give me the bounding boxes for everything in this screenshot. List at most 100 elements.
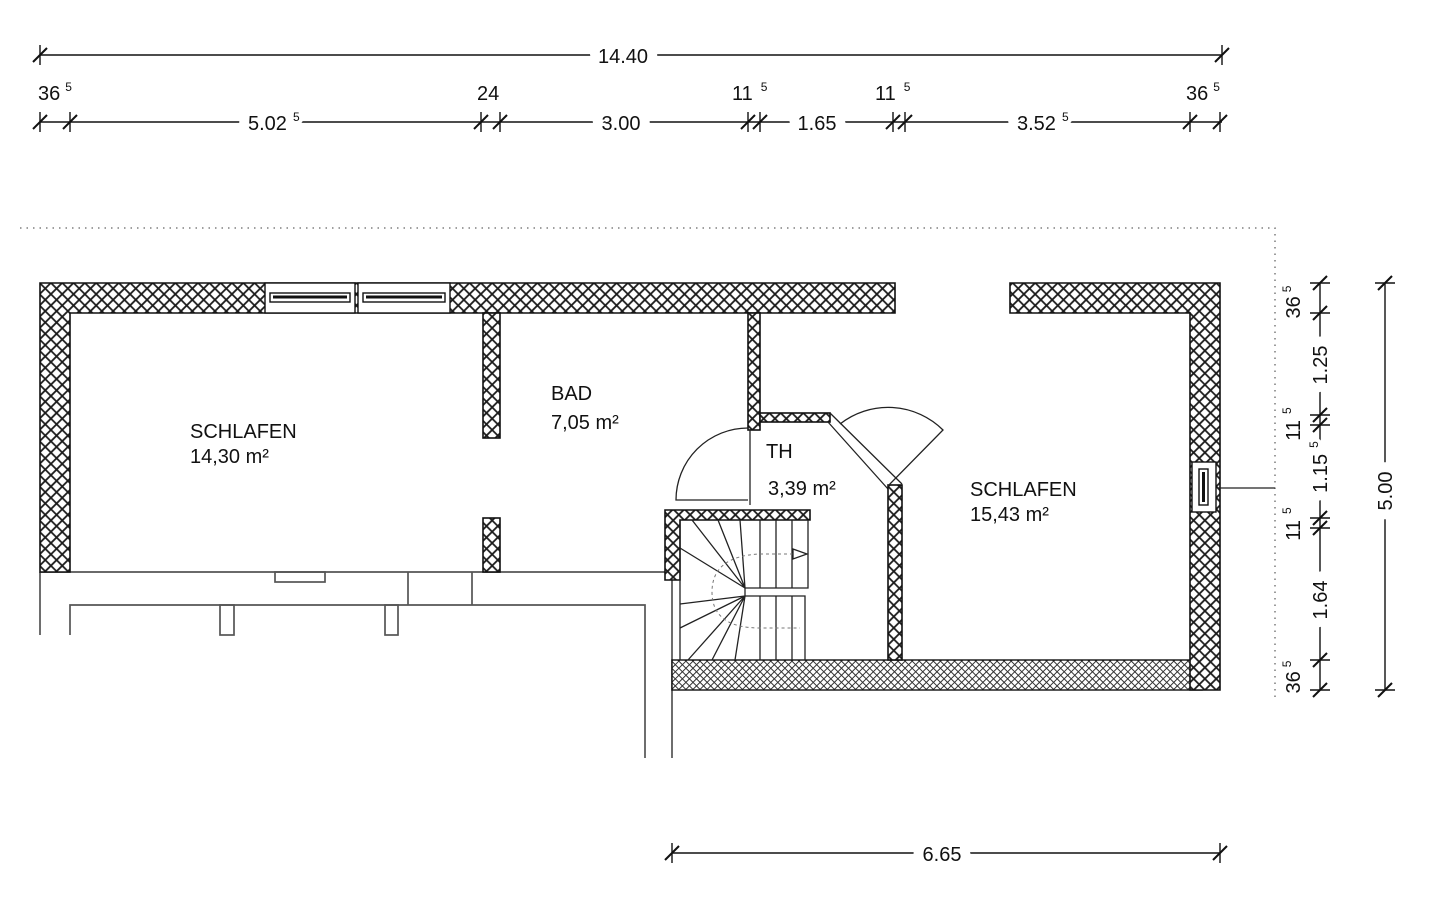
tick-stroke xyxy=(1312,275,1328,291)
tick-stroke xyxy=(752,114,768,130)
window-top-1 xyxy=(264,282,356,314)
lower-level-divider xyxy=(407,572,473,605)
lower-level-opening xyxy=(274,571,326,583)
wall-bad-th xyxy=(747,312,761,431)
stair-walking-line xyxy=(711,553,800,629)
dimension-value: 3.52 xyxy=(1017,113,1056,135)
lower-level-edge xyxy=(39,571,673,758)
tick-stroke xyxy=(1312,682,1328,698)
dimension-value: 36 xyxy=(1186,83,1208,105)
tick-stroke xyxy=(1377,682,1393,698)
room-name: SCHLAFEN xyxy=(190,421,297,443)
tick-stroke xyxy=(1312,520,1328,536)
dimension-tick xyxy=(1212,843,1228,863)
tick-stroke xyxy=(32,114,48,130)
dimension-superscript: 5 xyxy=(904,80,911,94)
dimension-tick xyxy=(1310,407,1330,423)
dimension-tick xyxy=(62,112,78,132)
dimension-tick xyxy=(1310,682,1330,698)
wall-th-schlafen xyxy=(887,484,903,661)
dimension-value: 11 xyxy=(875,83,896,105)
tick-stroke xyxy=(1312,652,1328,668)
dimension-value: 36 xyxy=(1283,671,1305,693)
dimension-tick xyxy=(752,112,768,132)
dimension-right-overall: 5.00 xyxy=(1365,283,1407,690)
reference-line xyxy=(20,227,1276,700)
room-schlafen-right: SCHLAFEN 15,43 m² xyxy=(970,479,1077,526)
wall-bottom xyxy=(671,659,1203,691)
dimension-label: 1.65 xyxy=(798,113,837,135)
tick-stroke xyxy=(1377,275,1393,291)
dimension-bottom-overall: 6.65 xyxy=(672,834,1220,876)
dimension-tick xyxy=(885,112,901,132)
dimension-value: 11 xyxy=(732,83,753,105)
dimension-value: 36 xyxy=(1283,296,1305,318)
room-name: SCHLAFEN xyxy=(970,479,1077,501)
tick-stroke xyxy=(1182,114,1198,130)
tick-stroke xyxy=(740,114,756,130)
wall-th-diagonal xyxy=(827,412,903,490)
dimension-superscript: 5 xyxy=(293,110,300,124)
dimension-tick xyxy=(1375,682,1395,698)
dimension-right-chain: 365 1.25 115 1.155 115 1.64 365 xyxy=(1280,283,1342,693)
tick-stroke xyxy=(664,845,680,861)
dimension-superscript: 5 xyxy=(1307,441,1321,448)
dimension-label: 1.155 xyxy=(1307,441,1332,493)
tick-stroke xyxy=(492,114,508,130)
dimension-tick xyxy=(1310,520,1330,536)
dimension-label: 115 xyxy=(1280,407,1305,441)
dimension-tick xyxy=(664,843,680,863)
window-top-2 xyxy=(357,282,451,314)
room-area: 14,30 m² xyxy=(190,446,269,468)
dimension-tick xyxy=(1310,305,1330,321)
tick-stroke xyxy=(473,114,489,130)
dimension-ticks xyxy=(32,45,1395,863)
room-th: TH 3,39 m² xyxy=(766,441,836,500)
room-name: BAD xyxy=(551,383,592,405)
dimension-tick xyxy=(740,112,756,132)
dimension-superscript: 5 xyxy=(1280,407,1294,414)
dimension-label: 24 xyxy=(477,83,499,105)
dimension-tick xyxy=(32,45,48,65)
dimension-value: 11 xyxy=(1283,520,1305,541)
dimension-superscript: 5 xyxy=(1280,507,1294,514)
dimension-tick xyxy=(1310,275,1330,291)
room-name: TH xyxy=(766,441,793,463)
room-area: 3,39 m² xyxy=(768,478,836,500)
dimension-tick xyxy=(492,112,508,132)
dimension-superscript: 5 xyxy=(1280,285,1294,292)
dimension-label: 3.00 xyxy=(602,113,641,135)
dimension-label: 5.02 5 xyxy=(248,110,300,135)
dimension-label: 1.25 xyxy=(1310,346,1332,385)
tick-stroke xyxy=(1312,305,1328,321)
dimension-label: 14.40 xyxy=(598,46,648,68)
dimension-superscript: 5 xyxy=(65,80,72,94)
tick-stroke xyxy=(1312,510,1328,526)
dimension-label: 6.65 xyxy=(923,844,962,866)
walls xyxy=(39,282,1221,691)
dimension-tick xyxy=(32,112,48,132)
dimension-tick xyxy=(1310,510,1330,526)
tick-stroke xyxy=(1212,845,1228,861)
lower-level-outline xyxy=(39,571,673,758)
wall-schlafen-bad-lower xyxy=(482,517,501,573)
wall-outer-left xyxy=(39,282,896,573)
tick-stroke xyxy=(885,114,901,130)
tick-stroke xyxy=(1212,114,1228,130)
dimension-label: 11 5 xyxy=(1280,507,1305,541)
door-swing-bad xyxy=(675,427,749,501)
dimension-tick xyxy=(1310,417,1330,433)
dimension-label: 11 5 xyxy=(875,80,911,105)
stair-outline xyxy=(679,520,809,660)
room-area: 15,43 m² xyxy=(970,504,1049,526)
dimension-label: 365 xyxy=(1280,660,1305,693)
tick-stroke xyxy=(1312,417,1328,433)
lower-level-post xyxy=(384,604,399,636)
dimension-label: 5.00 xyxy=(1375,472,1397,511)
dimension-top-overall: 14.40 xyxy=(40,36,1222,78)
doors xyxy=(675,406,944,501)
dimension-value: 5.02 xyxy=(248,113,287,135)
